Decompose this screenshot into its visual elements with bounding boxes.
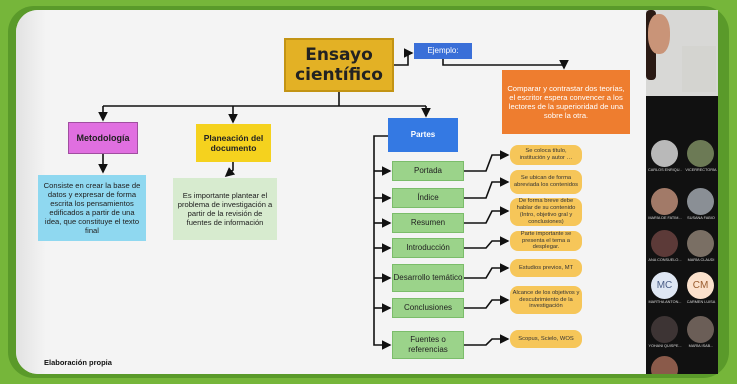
note-resumen: De forma breve debe hablar de su conteni… xyxy=(510,198,582,226)
participant-tile[interactable] xyxy=(648,356,682,374)
planeacion-description: Es importante plantear el problema de in… xyxy=(173,178,277,240)
speaker-video[interactable] xyxy=(646,10,718,96)
participant-tile[interactable]: SUSANA FABIO xyxy=(684,188,718,234)
planeacion-box: Planeación del documento xyxy=(196,124,271,162)
participant-tile[interactable]: MC MARTHA ANTON... xyxy=(648,272,682,318)
avatar: CM xyxy=(687,272,714,299)
participant-tile[interactable]: MARÍA ISAB... xyxy=(684,316,718,362)
participant-tile[interactable]: VICERRECTORÍA xyxy=(684,140,718,186)
part-indice: Índice xyxy=(392,188,464,208)
part-resumen: Resumen xyxy=(392,213,464,233)
metodologia-description: Consiste en crear la base de datos y exp… xyxy=(38,175,146,241)
part-introduccion: Introducción xyxy=(392,238,464,258)
part-fuentes: Fuentes o referencias xyxy=(392,331,464,359)
part-desarrollo: Desarrollo temático xyxy=(392,264,464,292)
participant-name: MARÍA DE FATIM... xyxy=(648,216,682,220)
ejemplo-box: Ejemplo: xyxy=(414,43,472,59)
note-fuentes: Scopus, Scielo, WOS xyxy=(510,330,582,348)
avatar xyxy=(687,140,714,167)
speaker-face xyxy=(648,14,670,54)
part-portada: Portada xyxy=(392,161,464,181)
avatar xyxy=(687,188,714,215)
partes-box: Partes xyxy=(388,118,458,152)
note-portada: Se coloca título, institución y autor … xyxy=(510,145,582,165)
participant-name: MARÍA CLAUDI xyxy=(687,258,715,262)
participant-tile[interactable]: CM CARMEN LUISA xyxy=(684,272,718,318)
avatar xyxy=(687,230,714,257)
participant-name: VICERRECTORÍA xyxy=(685,168,717,172)
note-conclusiones: Alcance de los objetivos y descubrimient… xyxy=(510,286,582,314)
participant-tile[interactable]: CARLOS ENRIQU... xyxy=(648,140,682,186)
avatar xyxy=(687,316,714,343)
footer-credit: Elaboración propia xyxy=(44,358,112,367)
participant-name: MARTHA ANTON... xyxy=(648,300,682,304)
note-desarrollo: Estudios previos, MT xyxy=(510,259,582,277)
avatar xyxy=(651,140,678,167)
participant-tile[interactable]: MARÍA CLAUDI xyxy=(684,230,718,276)
speaker-background xyxy=(682,46,716,92)
connector-lines xyxy=(98,48,569,350)
participant-name: SUSANA FABIO xyxy=(687,216,715,220)
diagram-title: Ensayo científico xyxy=(284,38,394,92)
metodologia-box: Metodología xyxy=(68,122,138,154)
participant-name: YOHANI QUISPE... xyxy=(648,344,682,348)
participant-name: MARÍA ISAB... xyxy=(688,344,714,348)
part-conclusiones: Conclusiones xyxy=(392,298,464,318)
presentation-slide: Ensayo científico Ejemplo: Comparar y co… xyxy=(16,10,646,374)
avatar xyxy=(651,356,678,374)
participant-tile[interactable]: MARÍA DE FATIM... xyxy=(648,188,682,234)
participants-panel: CARLOS ENRIQU... VICERRECTORÍA MARÍA DE … xyxy=(646,10,718,374)
participant-name: CARLOS ENRIQU... xyxy=(648,168,682,172)
avatar xyxy=(651,188,678,215)
participant-tile[interactable]: YOHANI QUISPE... xyxy=(648,316,682,362)
avatar xyxy=(651,316,678,343)
ejemplo-text-box: Comparar y contrastar dos teorías, el es… xyxy=(502,70,630,134)
avatar: MC xyxy=(651,272,678,299)
participant-name: CARMEN LUISA xyxy=(686,300,716,304)
note-indice: Se ubican de forma abreviada los conteni… xyxy=(510,170,582,194)
participant-tile[interactable]: ANA CONSUELO... xyxy=(648,230,682,276)
participant-name: ANA CONSUELO... xyxy=(648,258,682,262)
avatar xyxy=(651,230,678,257)
note-introduccion: Parte importante se presenta el tema a d… xyxy=(510,231,582,251)
